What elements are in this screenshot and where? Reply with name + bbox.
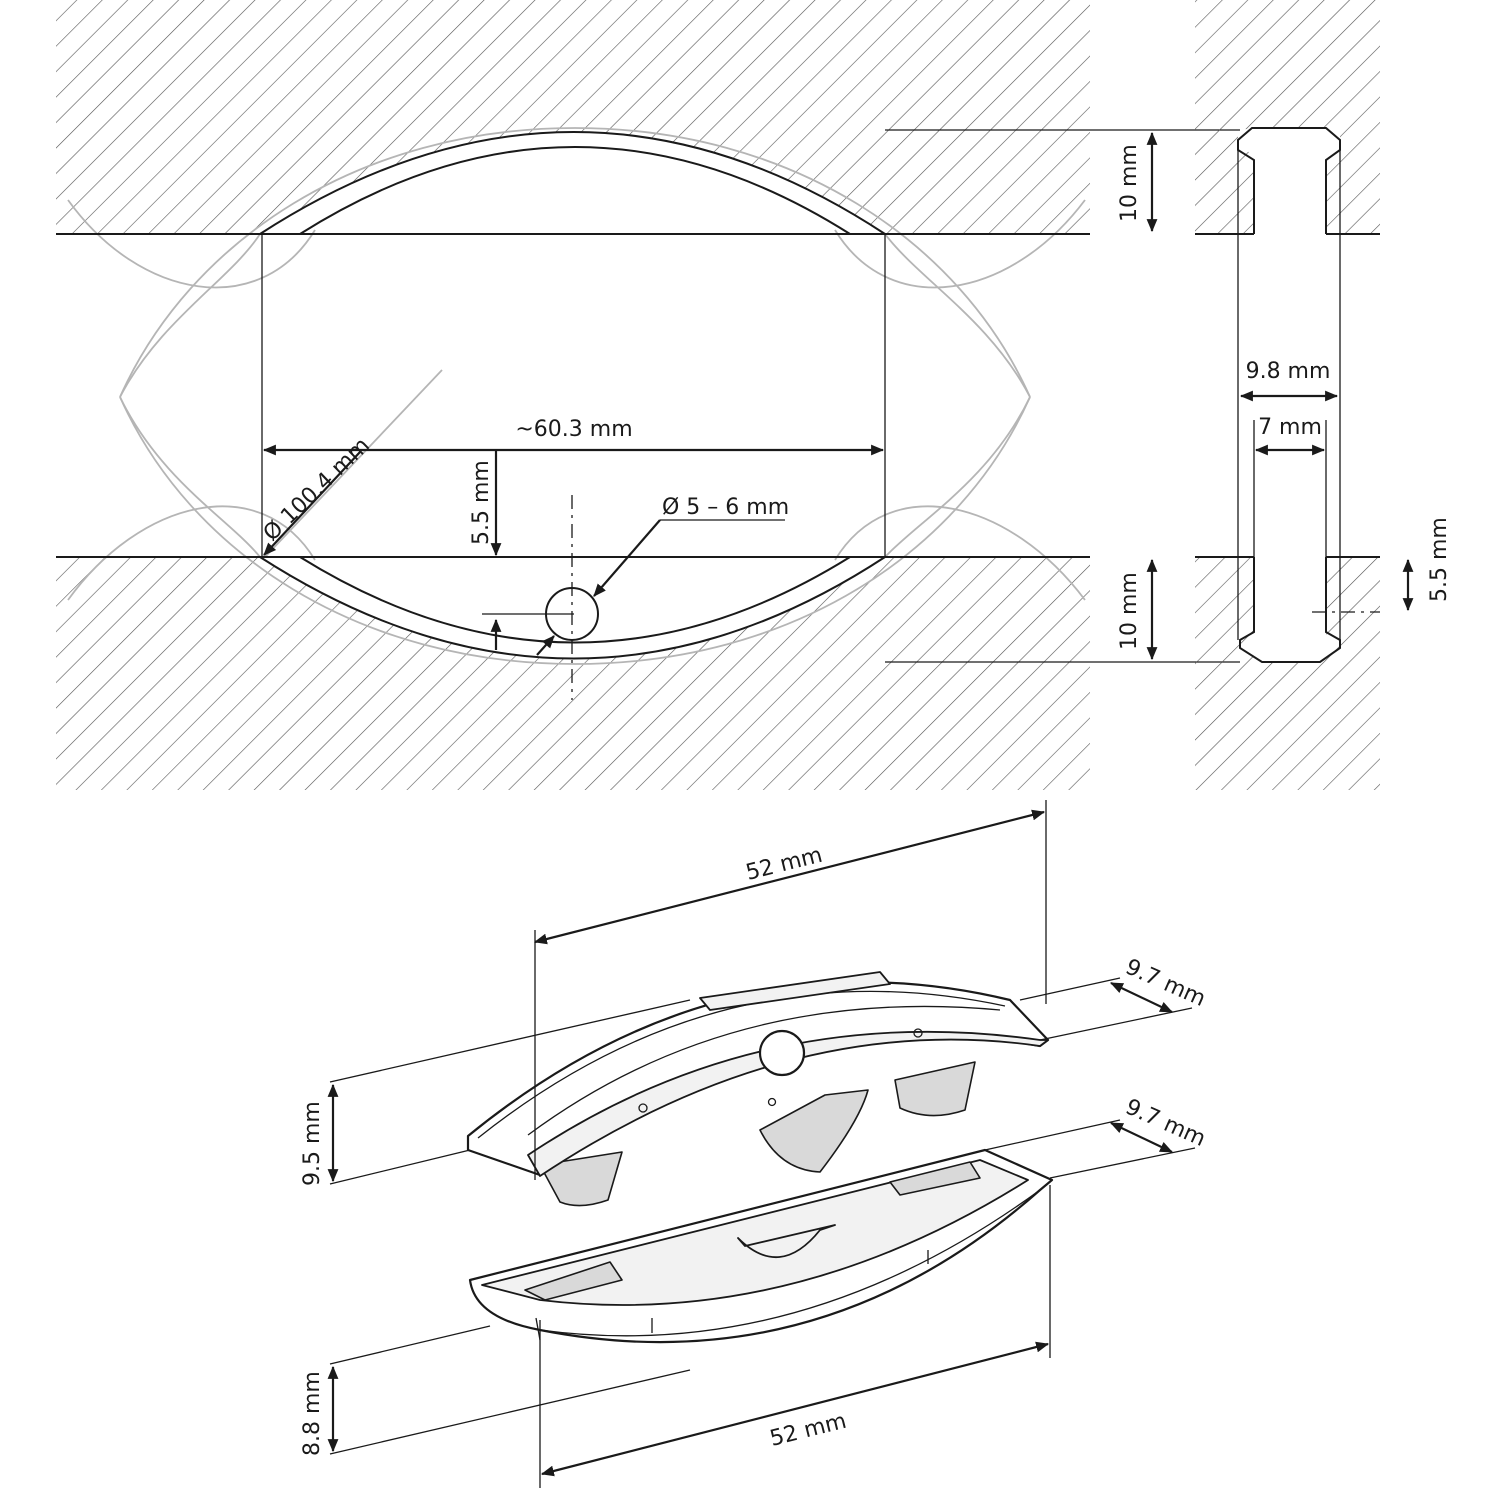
connector-upper-half — [466, 971, 1050, 1207]
chord-length-label: ~60.3 mm — [515, 417, 632, 442]
bottom-depth-label: 10 mm — [1117, 572, 1142, 650]
construction-circles — [67, 127, 1086, 665]
upper-thickness-label: 9.7 mm — [1122, 955, 1210, 1012]
lower-thickness-label: 9.7 mm — [1122, 1095, 1210, 1152]
slot-width-label: 7 mm — [1258, 415, 1322, 440]
connector-isometric: 52 mm 9.7 mm 9.5 mm 9.7 mm 52 mm 8.8 mm — [300, 800, 1209, 1488]
arc-diameter-leader — [263, 451, 361, 556]
connector-lower-half — [468, 1148, 1054, 1344]
lower-height-label: 8.8 mm — [300, 1371, 325, 1456]
hole-depth-label: 5.5 mm — [1427, 517, 1452, 602]
biscuit-slot-arcs — [259, 131, 886, 660]
top-depth-label: 10 mm — [1117, 144, 1142, 222]
dowel-hole — [545, 495, 599, 700]
lower-length-label: 52 mm — [767, 1409, 849, 1452]
hole-diameter-label: Ø 5 – 6 mm — [662, 495, 789, 520]
groove-profile — [1237, 127, 1341, 663]
groove-width-label: 9.8 mm — [1246, 359, 1331, 384]
board-hatching — [56, 0, 1090, 790]
hole-offset-label: 5.5 mm — [469, 460, 494, 545]
upper-height-label: 9.5 mm — [300, 1101, 325, 1186]
side-view: 9.8 mm 7 mm 5.5 mm — [1195, 0, 1452, 790]
section-view: ~60.3 mm Ø 100.4 mm 5.5 mm Ø 5 – 6 mm 10… — [56, 0, 1240, 790]
